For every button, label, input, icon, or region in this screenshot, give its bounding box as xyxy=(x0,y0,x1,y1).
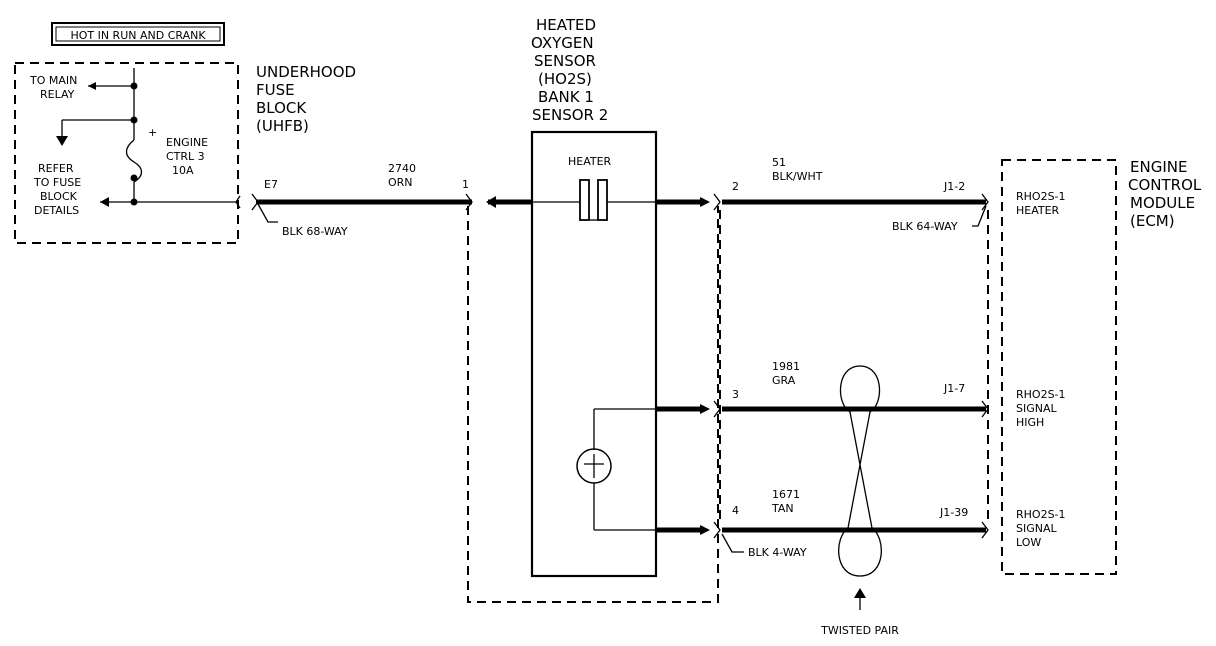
sensor-title-line1: HEATED xyxy=(536,16,596,34)
fuse-label-line3: 10A xyxy=(172,164,194,177)
to-main-relay-arrow-icon xyxy=(88,82,96,90)
twisted-pair-icon xyxy=(838,365,882,577)
fuse-label-line2: CTRL 3 xyxy=(166,150,205,163)
heater-element-icon xyxy=(579,179,608,221)
wire-51: 2 51 BLK/WHT J1-2 xyxy=(713,156,989,211)
header-box-label: HOT IN RUN AND CRANK xyxy=(70,29,206,42)
wire-51-color: BLK/WHT xyxy=(772,170,823,183)
sensor-title-line4: (HO2S) xyxy=(538,70,592,88)
sensor-pin-1: 1 xyxy=(462,178,469,191)
heater-label: HEATER xyxy=(568,155,612,168)
refer-line3: BLOCK xyxy=(40,190,78,203)
wire-1671-pin: 4 xyxy=(732,504,739,517)
refer-line1: REFER xyxy=(38,162,74,175)
ecm-signal-low-line3: LOW xyxy=(1016,536,1041,549)
wire-1671: 4 1671 TAN J1-39 xyxy=(713,488,989,539)
fuse-label-line1: ENGINE xyxy=(166,136,208,149)
sensor-title-line6: SENSOR 2 xyxy=(532,106,608,124)
wire-1981-color: GRA xyxy=(772,374,796,387)
oxygen-sensor: HEATED OXYGEN SENSOR (HO2S) BANK 1 SENSO… xyxy=(486,16,710,578)
refer-line4: DETAILS xyxy=(34,204,79,217)
wire-1671-color: TAN xyxy=(771,502,794,515)
to-main-relay-line2: RELAY xyxy=(40,88,75,101)
wire-2740-color: ORN xyxy=(388,176,413,189)
ecm-heater-label-line2: HEATER xyxy=(1016,204,1060,217)
ecm-outline xyxy=(1001,159,1117,575)
ecm-signal-high-line2: SIGNAL xyxy=(1016,402,1058,415)
wire-1671-circuit: 1671 xyxy=(772,488,800,501)
terminal-e7: E7 xyxy=(264,178,278,191)
twisted-pair-arrow-icon xyxy=(854,588,866,598)
wire-51-ecm-pin: J1-2 xyxy=(943,180,965,193)
fuse-block-title-line3: BLOCK xyxy=(256,99,307,117)
fuse-block-title-line1: UNDERHOOD xyxy=(256,63,356,81)
sensor-connector-outline xyxy=(467,206,719,603)
refer-arrow-icon xyxy=(56,136,68,146)
wire-1981-pin: 3 xyxy=(732,388,739,401)
sensor-title-line3: SENSOR xyxy=(534,52,596,70)
ecm-signal-low-line1: RHO2S-1 xyxy=(1016,508,1066,521)
fuse-block: + TO MAIN RELAY REFER TO FUSE BLOCK DETA… xyxy=(14,62,239,244)
wire-51-circuit: 51 xyxy=(772,156,786,169)
ecm-heater-label-line1: RHO2S-1 xyxy=(1016,190,1066,203)
to-main-relay-line1: TO MAIN xyxy=(29,74,77,87)
wire-1981: 3 1981 GRA J1-7 xyxy=(713,360,989,418)
ecm-title-line3: MODULE xyxy=(1130,194,1195,212)
fuse-block-title-line4: (UHFB) xyxy=(256,117,309,135)
fuse-block-title-line2: FUSE xyxy=(256,81,295,99)
ecm-connector-label: BLK 64-WAY xyxy=(892,220,958,233)
sensor-title-line2: OXYGEN xyxy=(531,34,594,52)
ecm-title-line1: ENGINE xyxy=(1130,158,1187,176)
wire-1981-circuit: 1981 xyxy=(772,360,800,373)
fuse-plus: + xyxy=(148,126,157,139)
wire-2740-circuit: 2740 xyxy=(388,162,416,175)
ecm-title-line4: (ECM) xyxy=(1130,212,1175,230)
ecm-title-line2: CONTROL xyxy=(1128,176,1202,194)
refer-details-arrow-icon xyxy=(100,197,109,207)
wire-2740: E7 2740 ORN 1 BLK 68-WAY xyxy=(235,162,473,238)
fuse-connector-label: BLK 68-WAY xyxy=(282,225,348,238)
wire-1671-ecm-pin: J1-39 xyxy=(939,506,968,519)
fuse-icon xyxy=(125,139,143,183)
twisted-pair-label: TWISTED PAIR xyxy=(820,624,899,637)
ecm-signal-high-line1: RHO2S-1 xyxy=(1016,388,1066,401)
wire-51-pin: 2 xyxy=(732,180,739,193)
sensor-title-line5: BANK 1 xyxy=(538,88,594,106)
ecm-signal-high-line3: HIGH xyxy=(1016,416,1044,429)
sensor-connector-label: BLK 4-WAY xyxy=(748,546,807,559)
header-box: HOT IN RUN AND CRANK xyxy=(51,22,225,46)
refer-line2: TO FUSE xyxy=(33,176,81,189)
wire-1981-ecm-pin: J1-7 xyxy=(943,382,965,395)
ecm-signal-low-line2: SIGNAL xyxy=(1016,522,1058,535)
sensor-body xyxy=(530,130,658,578)
